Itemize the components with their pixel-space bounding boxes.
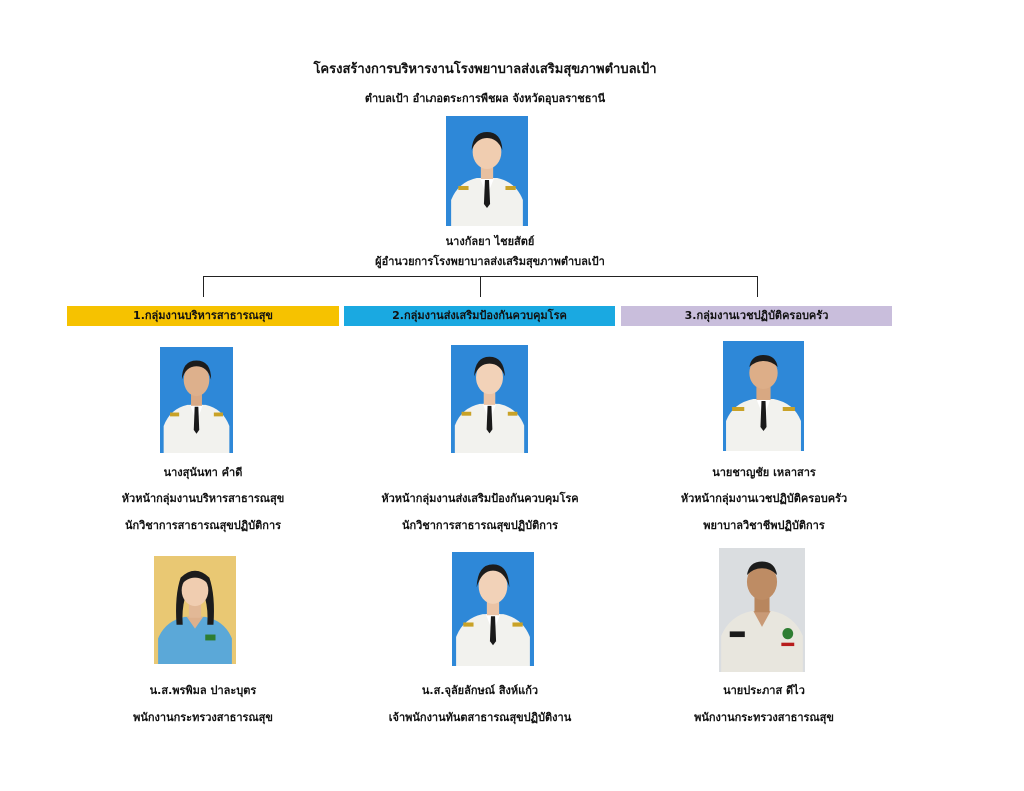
group-1-head-role: หัวหน้ากลุ่มงานบริหารสาธารณสุข <box>121 492 285 505</box>
group-3-head-title: พยาบาลวิชาชีพปฏิบัติการ <box>703 519 825 532</box>
group-2-staff-role: เจ้าพนักงานทันตสาธารณสุขปฏิบัติงาน <box>388 711 572 724</box>
connector-group-2 <box>480 276 481 297</box>
group-1-head-photo <box>160 347 233 453</box>
group-3-head-name: นายชาญชัย เหลาสาร <box>712 466 816 479</box>
group-2-staff-name: น.ส.จุลัยลักษณ์ สิงห์แก้ว <box>421 684 539 697</box>
group-2-head-title: นักวิชาการสาธารณสุขปฏิบัติการ <box>401 519 559 532</box>
group-2-staff-photo <box>452 552 534 666</box>
group-3-staff-role: พนักงานกระทรวงสาธารณสุข <box>694 711 834 724</box>
connector-group-3 <box>757 276 758 297</box>
group-3-head-role: หัวหน้ากลุ่มงานเวชปฏิบัติครอบครัว <box>680 492 848 505</box>
director-name: นางกัลยา ไชยสัตย์ <box>445 235 535 248</box>
group-2-head-role: หัวหน้ากลุ่มงานส่งเสริมป้องกันควบคุมโรค <box>381 492 579 505</box>
group-2-bar: 2.กลุ่มงานส่งเสริมป้องกันควบคุมโรค <box>344 306 615 326</box>
group-3-staff-name: นายประภาส ดีไว <box>723 684 805 697</box>
group-1-staff-role: พนักงานกระทรวงสาธารณสุข <box>133 711 273 724</box>
chart-subtitle: ตำบลเป้า อำเภอตระการพืชผล จังหวัดอุบลราช… <box>364 92 606 105</box>
group-3-staff-photo <box>719 548 805 672</box>
group-1-bar: 1.กลุ่มงานบริหารสาธารณสุข <box>67 306 339 326</box>
chart-title: โครงสร้างการบริหารงานโรงพยาบาลส่งเสริมสุ… <box>313 62 657 77</box>
group-1-head-name: นางสุนันทา คำดี <box>163 466 243 479</box>
director-photo <box>446 116 528 226</box>
connector-group-1 <box>203 276 204 297</box>
group-1-staff-name: น.ส.พรพิมล ปาละบุตร <box>149 684 257 697</box>
director-position: ผู้อำนวยการโรงพยาบาลส่งเสริมสุขภาพตำบลเป… <box>375 255 605 268</box>
group-1-staff-photo <box>154 556 236 664</box>
group-2-head-photo <box>451 345 528 453</box>
group-3-head-photo <box>723 341 804 451</box>
group-1-head-title: นักวิชาการสาธารณสุขปฏิบัติการ <box>124 519 282 532</box>
group-3-bar: 3.กลุ่มงานเวชปฏิบัติครอบครัว <box>621 306 892 326</box>
